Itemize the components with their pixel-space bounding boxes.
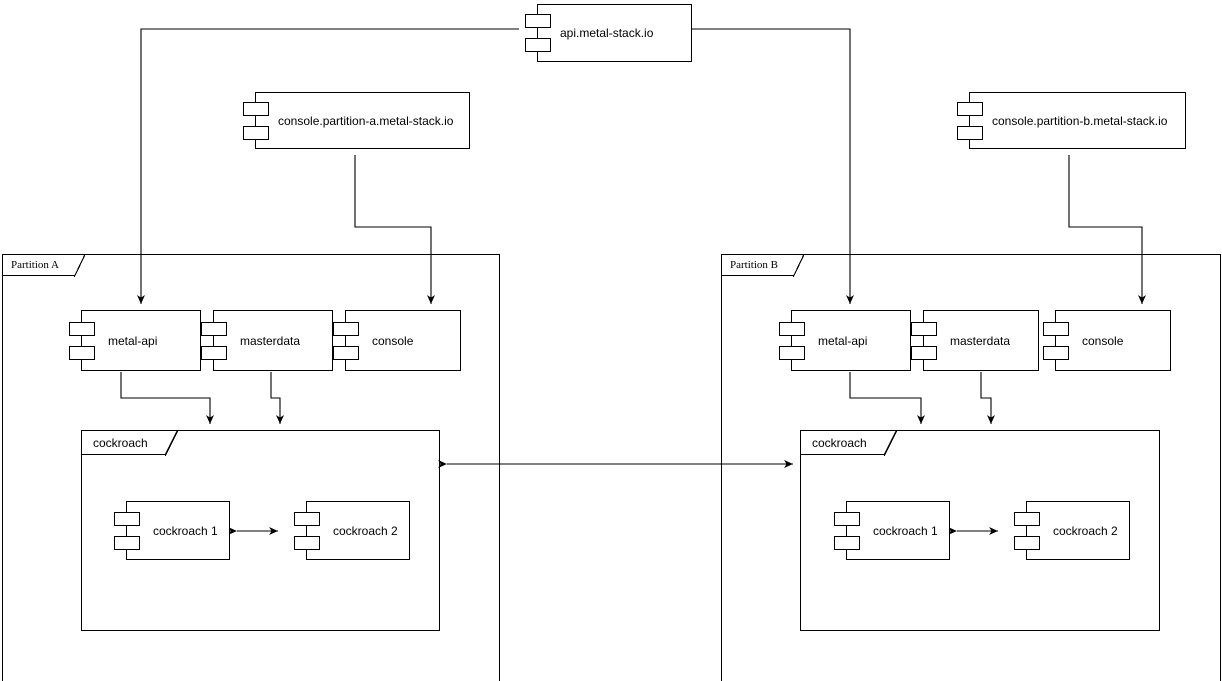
component-b-metal-api[interactable]: metal-api [779, 310, 911, 371]
component-label: cockroach 1 [873, 523, 938, 538]
frame-a-cockroach[interactable]: cockroach [81, 430, 440, 631]
component-b-cockroach-2[interactable]: cockroach 2 [1014, 501, 1130, 560]
frame-tab-a-cockroach: cockroach [81, 430, 178, 456]
component-label: masterdata [240, 333, 301, 348]
component-label: metal-api [818, 333, 868, 348]
component-icon [525, 14, 551, 52]
component-icon [243, 101, 269, 140]
component-icon [1043, 321, 1069, 360]
node-label: console.partition-b.metal-stack.io [992, 113, 1168, 128]
component-a-metal-api[interactable]: metal-api [69, 310, 201, 371]
component-icon [69, 321, 95, 360]
component-icon [114, 511, 140, 550]
node-api-metal-stack-io[interactable]: api.metal-stack.io [525, 4, 692, 62]
component-b-masterdata[interactable]: masterdata [911, 310, 1039, 371]
component-label: masterdata [950, 333, 1011, 348]
frame-b-cockroach[interactable]: cockroach [800, 430, 1160, 631]
component-icon [201, 321, 227, 360]
node-label: api.metal-stack.io [560, 26, 654, 40]
package-label: Partition A [11, 259, 59, 271]
component-a-cockroach-1[interactable]: cockroach 1 [114, 501, 230, 560]
component-a-cockroach-2[interactable]: cockroach 2 [294, 501, 410, 560]
package-tab-partition-a: Partition A [2, 254, 85, 277]
package-label: Partition B [730, 259, 778, 271]
frame-label: cockroach [93, 435, 148, 450]
component-label: console [1082, 333, 1124, 348]
component-icon [294, 511, 320, 550]
component-label: console [372, 333, 414, 348]
component-icon [911, 321, 937, 360]
package-partition-a[interactable]: Partition A [2, 254, 500, 681]
component-icon [957, 101, 983, 140]
frame-tab-b-cockroach: cockroach [800, 430, 897, 456]
component-icon [1014, 511, 1040, 550]
node-console-partition-a[interactable]: console.partition-a.metal-stack.io [243, 92, 470, 149]
node-label: console.partition-a.metal-stack.io [278, 113, 454, 128]
component-b-cockroach-1[interactable]: cockroach 1 [834, 501, 950, 560]
package-partition-b[interactable]: Partition B [721, 254, 1221, 681]
component-label: cockroach 2 [333, 523, 398, 538]
frame-label: cockroach [812, 435, 867, 450]
component-icon [834, 511, 860, 550]
component-label: cockroach 2 [1053, 523, 1118, 538]
component-icon [779, 321, 805, 360]
package-tab-partition-b: Partition B [721, 254, 804, 277]
component-label: metal-api [108, 333, 158, 348]
node-console-partition-b[interactable]: console.partition-b.metal-stack.io [957, 92, 1186, 149]
component-b-console[interactable]: console [1043, 310, 1171, 371]
component-a-console[interactable]: console [333, 310, 461, 371]
component-a-masterdata[interactable]: masterdata [201, 310, 333, 371]
component-label: cockroach 1 [153, 523, 218, 538]
component-icon [333, 321, 359, 360]
